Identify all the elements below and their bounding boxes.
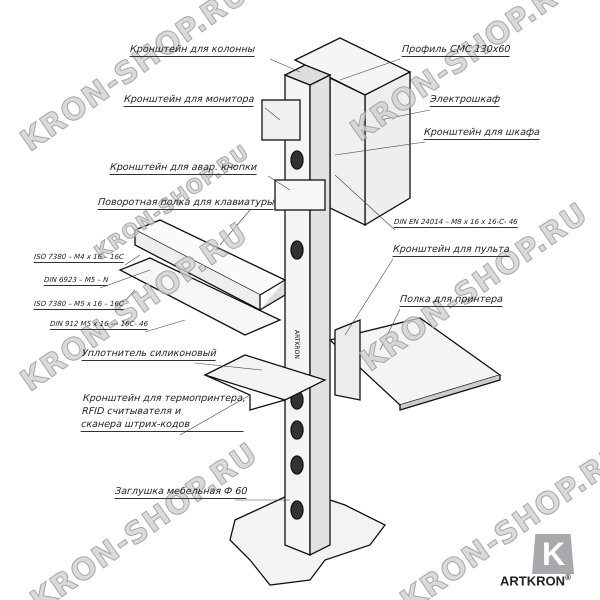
label-profile: Профиль CMC 130x60 — [401, 44, 511, 57]
label-monitor-bracket: Кронштейн для монитора — [123, 94, 255, 107]
column-marking: ARTKRON — [293, 330, 300, 359]
monitor-bracket — [261, 99, 301, 141]
label-line: сканера штрих-кодов — [80, 418, 245, 432]
label-line: Кронштейн для термопринтера, — [82, 393, 247, 404]
column-front — [284, 74, 311, 556]
label-furniture-plug: Заглушка мебельная Ф 60 — [114, 486, 248, 499]
logo-letter: K — [542, 536, 566, 572]
console-bracket — [334, 319, 361, 401]
label-emergency-button-bracket: Кронштейн для авар. кнопки — [109, 162, 258, 175]
label-iso-m4: ISO 7380 – M4 x 16 – 16C — [33, 253, 125, 263]
label-line: RFID считывателя и — [81, 406, 182, 417]
keyboard-plate — [118, 257, 282, 336]
label-din-912: DIN 912 M5 x 16 --- 16C- 46 — [49, 320, 149, 330]
artkron-logo-icon: K — [532, 534, 574, 574]
label-silicone-seal: Уплотнитель силиконовый — [81, 348, 217, 361]
column-side — [309, 73, 331, 557]
printer-bracket — [203, 354, 327, 401]
label-cabinet-bracket: Кронштейн для шкафа — [423, 127, 541, 140]
label-keyboard-shelf: Поворотная полка для клавиатуры — [97, 197, 275, 210]
column-holes — [290, 150, 304, 520]
label-cabinet: Электрошкаф — [429, 94, 501, 107]
brand-text: ARTKRON — [500, 573, 565, 589]
label-din-en: DIN EN 24014 – M8 x 16 x 16-C- 46 — [393, 218, 518, 228]
label-printer-shelf: Полка для принтера — [399, 294, 504, 307]
emergency-bracket — [274, 179, 326, 211]
label-din-6923: DIN 6923 – M5 – N — [43, 276, 109, 286]
label-printer-bracket: Кронштейн для термопринтера, RFID считыв… — [80, 392, 247, 432]
brand-name: ARTKRON® — [500, 573, 571, 588]
registered-mark: ® — [565, 573, 571, 582]
label-console-bracket: Кронштейн для пульта — [392, 244, 510, 257]
column-top — [283, 64, 332, 86]
label-iso-m5: ISO 7380 – M5 x 16 – 16C — [33, 300, 125, 310]
label-column-bracket: Кронштейн для колонны — [129, 44, 256, 57]
